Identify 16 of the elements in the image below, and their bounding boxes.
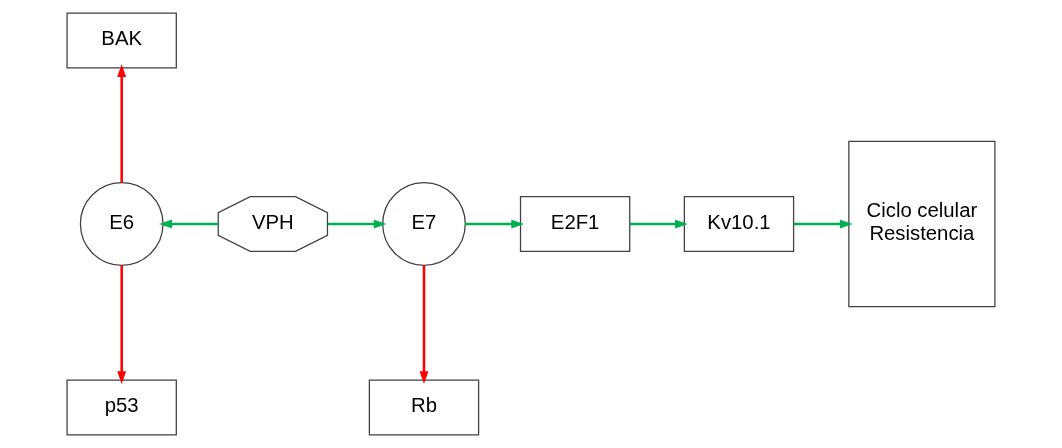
node-box: BAK (66, 12, 177, 69)
arrow (629, 219, 688, 229)
arrow (327, 219, 387, 229)
arrow (793, 219, 853, 229)
node-box: Ciclo celular Resistencia (848, 140, 996, 308)
node-box: E2F1 (519, 196, 631, 252)
node-box: Kv10.1 (683, 196, 795, 252)
arrow (117, 265, 127, 385)
arrow (117, 64, 127, 183)
arrow (159, 219, 218, 229)
node-box: p53 (66, 379, 177, 436)
arrow (419, 265, 429, 385)
node-circle: E7 (382, 182, 466, 266)
node-box: Rb (368, 379, 480, 436)
arrow (465, 219, 525, 229)
node-circle: E6 (79, 182, 164, 266)
